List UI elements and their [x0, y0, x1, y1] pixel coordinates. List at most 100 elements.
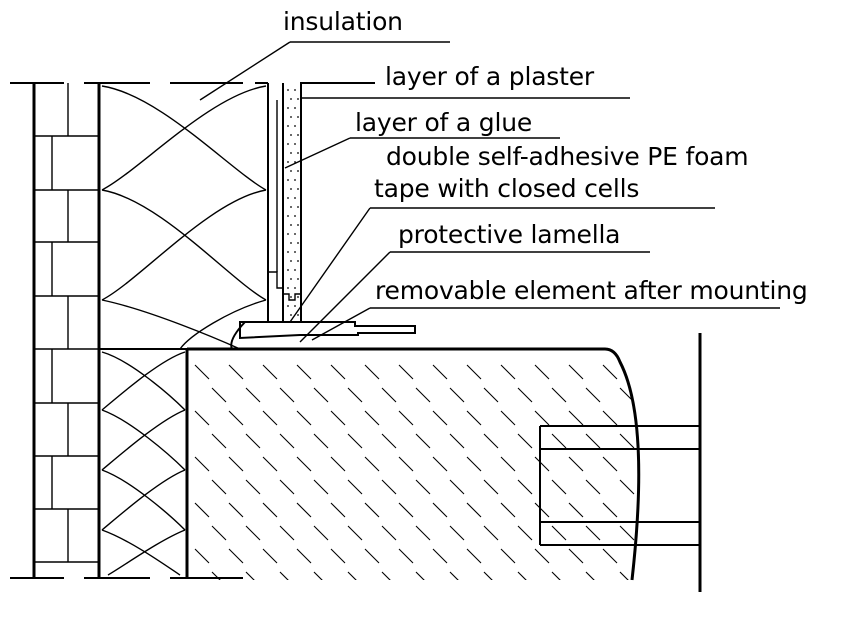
concrete-hatch-mark [262, 502, 278, 518]
concrete-hatch-mark [585, 479, 601, 495]
concrete-hatch-mark [228, 410, 244, 426]
plaster-dot [290, 170, 292, 172]
label-foam-line2: tape with closed cells [374, 174, 639, 203]
label-glue: layer of a glue [355, 108, 532, 137]
concrete-hatch-mark [194, 502, 210, 518]
label-foam-line1: double self-adhesive PE foam [386, 142, 748, 171]
concrete-hatch-mark [330, 364, 346, 380]
concrete-hatch-mark [517, 479, 533, 495]
plaster-dot [297, 260, 299, 262]
concrete-hatch-mark [330, 456, 346, 472]
concrete-hatch-mark [296, 410, 312, 426]
plaster-dot [287, 143, 289, 145]
plaster-dot [294, 179, 296, 181]
concrete-hatch-mark [347, 433, 363, 449]
concrete-hatch-mark [551, 433, 567, 449]
concrete-hatch-mark [262, 456, 278, 472]
plaster-dot [290, 224, 292, 226]
plaster-dot [290, 116, 292, 118]
concrete-hatch-mark [585, 433, 601, 449]
plaster-dot [290, 152, 292, 154]
concrete-hatch-mark [483, 479, 499, 495]
plaster-dot [290, 98, 292, 100]
concrete-hatch-mark [585, 387, 601, 403]
concrete-hatch-mark [449, 387, 465, 403]
concrete-hatch-mark [466, 548, 482, 564]
concrete-hatch-mark [500, 548, 516, 564]
concrete-hatch-mark [602, 456, 618, 472]
concrete-hatch-mark [415, 525, 431, 541]
concrete-hatch-mark [228, 502, 244, 518]
concrete-hatch-mark [449, 433, 465, 449]
concrete-hatch-mark [245, 433, 261, 449]
concrete-hatch-mark [296, 548, 312, 564]
plaster-dot [297, 278, 299, 280]
plaster-dot [297, 296, 299, 298]
plaster-dot [287, 287, 289, 289]
concrete-hatch-mark [619, 433, 635, 449]
plaster-dot [290, 260, 292, 262]
plaster-dot [297, 242, 299, 244]
concrete-hatch-mark [194, 456, 210, 472]
concrete-hatch-mark [381, 525, 397, 541]
label-removable: removable element after mounting [375, 276, 808, 305]
concrete-hatch-mark [551, 571, 567, 580]
concrete-hatch-mark [381, 433, 397, 449]
concrete-hatch-mark [517, 387, 533, 403]
plaster-dot [287, 269, 289, 271]
concrete-hatch-mark [483, 387, 499, 403]
plaster-dot [297, 134, 299, 136]
concrete-hatch-mark [313, 387, 329, 403]
plaster-dot [294, 305, 296, 307]
plaster-dot [297, 224, 299, 226]
concrete-hatch-mark [279, 387, 295, 403]
concrete-hatch-mark [211, 571, 227, 580]
concrete-hatch-mark [398, 456, 414, 472]
break-lines [10, 82, 375, 579]
concrete-hatch-mark [313, 571, 329, 580]
plaster-dot [287, 197, 289, 199]
plaster-dot [294, 197, 296, 199]
plaster-dot [287, 161, 289, 163]
concrete-hatch-mark [602, 502, 618, 518]
concrete-hatch-mark [364, 456, 380, 472]
concrete-hatch-mark [296, 502, 312, 518]
concrete-hatch-mark [364, 410, 380, 426]
concrete-hatch-mark [228, 364, 244, 380]
plaster-dot [297, 116, 299, 118]
concrete-hatch-mark [415, 479, 431, 495]
concrete-hatch-mark [211, 433, 227, 449]
concrete-hatch-mark [534, 548, 550, 564]
concrete-hatch-mark [483, 433, 499, 449]
concrete-hatch-mark [415, 387, 431, 403]
concrete-hatch-mark [483, 571, 499, 580]
concrete-hatch-mark [279, 571, 295, 580]
concrete-hatch-mark [398, 410, 414, 426]
concrete-hatch-mark [228, 456, 244, 472]
plaster-dot [287, 179, 289, 181]
concrete-hatch-mark [534, 410, 550, 426]
plaster-dot [297, 152, 299, 154]
concrete-hatch-mark [194, 548, 210, 564]
concrete-hatch-mark [415, 571, 431, 580]
concrete-hatch-mark [347, 571, 363, 580]
concrete-hatch-mark [517, 525, 533, 541]
concrete-hatch-mark [449, 525, 465, 541]
plaster-dot [294, 143, 296, 145]
concrete-hatch-mark [534, 364, 550, 380]
concrete-hatch-mark [619, 525, 635, 541]
concrete-hatch-mark [534, 502, 550, 518]
plaster-layer [269, 83, 302, 322]
concrete-hatch-mark [432, 548, 448, 564]
plaster-dot [294, 107, 296, 109]
concrete-hatch-mark [381, 479, 397, 495]
concrete-hatch-mark [262, 410, 278, 426]
concrete-hatch-mark [602, 548, 618, 564]
concrete-hatch-mark [245, 387, 261, 403]
concrete-hatch-mark [296, 456, 312, 472]
concrete-hatch-mark [500, 502, 516, 518]
concrete-hatch-mark [585, 571, 601, 580]
concrete-hatch-mark [500, 456, 516, 472]
concrete-hatch-mark [551, 479, 567, 495]
